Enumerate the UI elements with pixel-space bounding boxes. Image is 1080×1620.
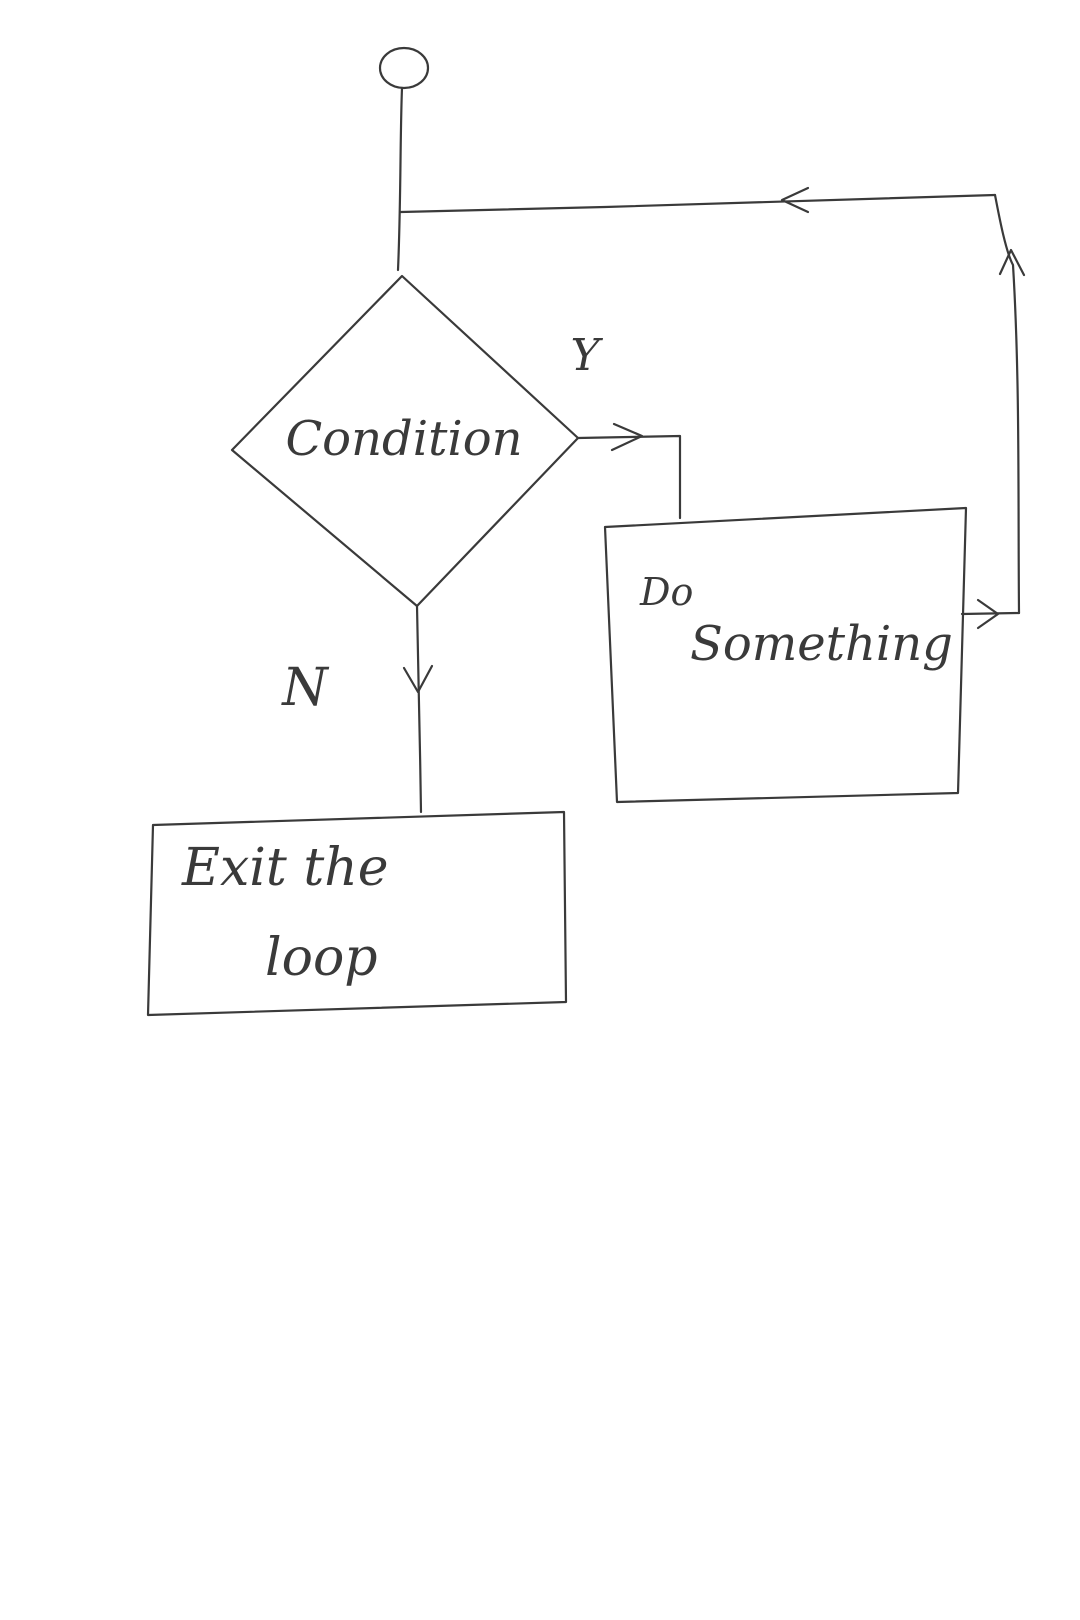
edge-condition-to-exit — [415, 604, 423, 814]
edge-do-something-to-loop — [960, 611, 1021, 616]
edge-loop-right — [993, 193, 1021, 615]
exit-label-line2: loop — [265, 928, 378, 988]
do-something-label-line2: Something — [690, 616, 953, 672]
exit-box — [146, 810, 568, 1017]
edge-loop-top — [399, 193, 997, 214]
do-something-arrow-right — [976, 598, 1000, 630]
exit-label-line1: Exit the — [181, 838, 389, 898]
no-arrow-down — [402, 664, 434, 694]
condition-label: Condition — [285, 411, 522, 467]
do-something-box — [603, 506, 968, 804]
no-label: N — [280, 658, 329, 718]
do-something-label-line1: Do — [639, 570, 693, 614]
edge-condition-to-do-something — [576, 434, 682, 520]
loop-arrow-up — [998, 248, 1026, 277]
loop-arrow-left — [780, 186, 810, 214]
yes-label: Y — [570, 330, 603, 381]
start-node — [378, 46, 430, 90]
yes-arrow-right — [610, 422, 644, 452]
edge-start-to-condition — [396, 86, 404, 272]
